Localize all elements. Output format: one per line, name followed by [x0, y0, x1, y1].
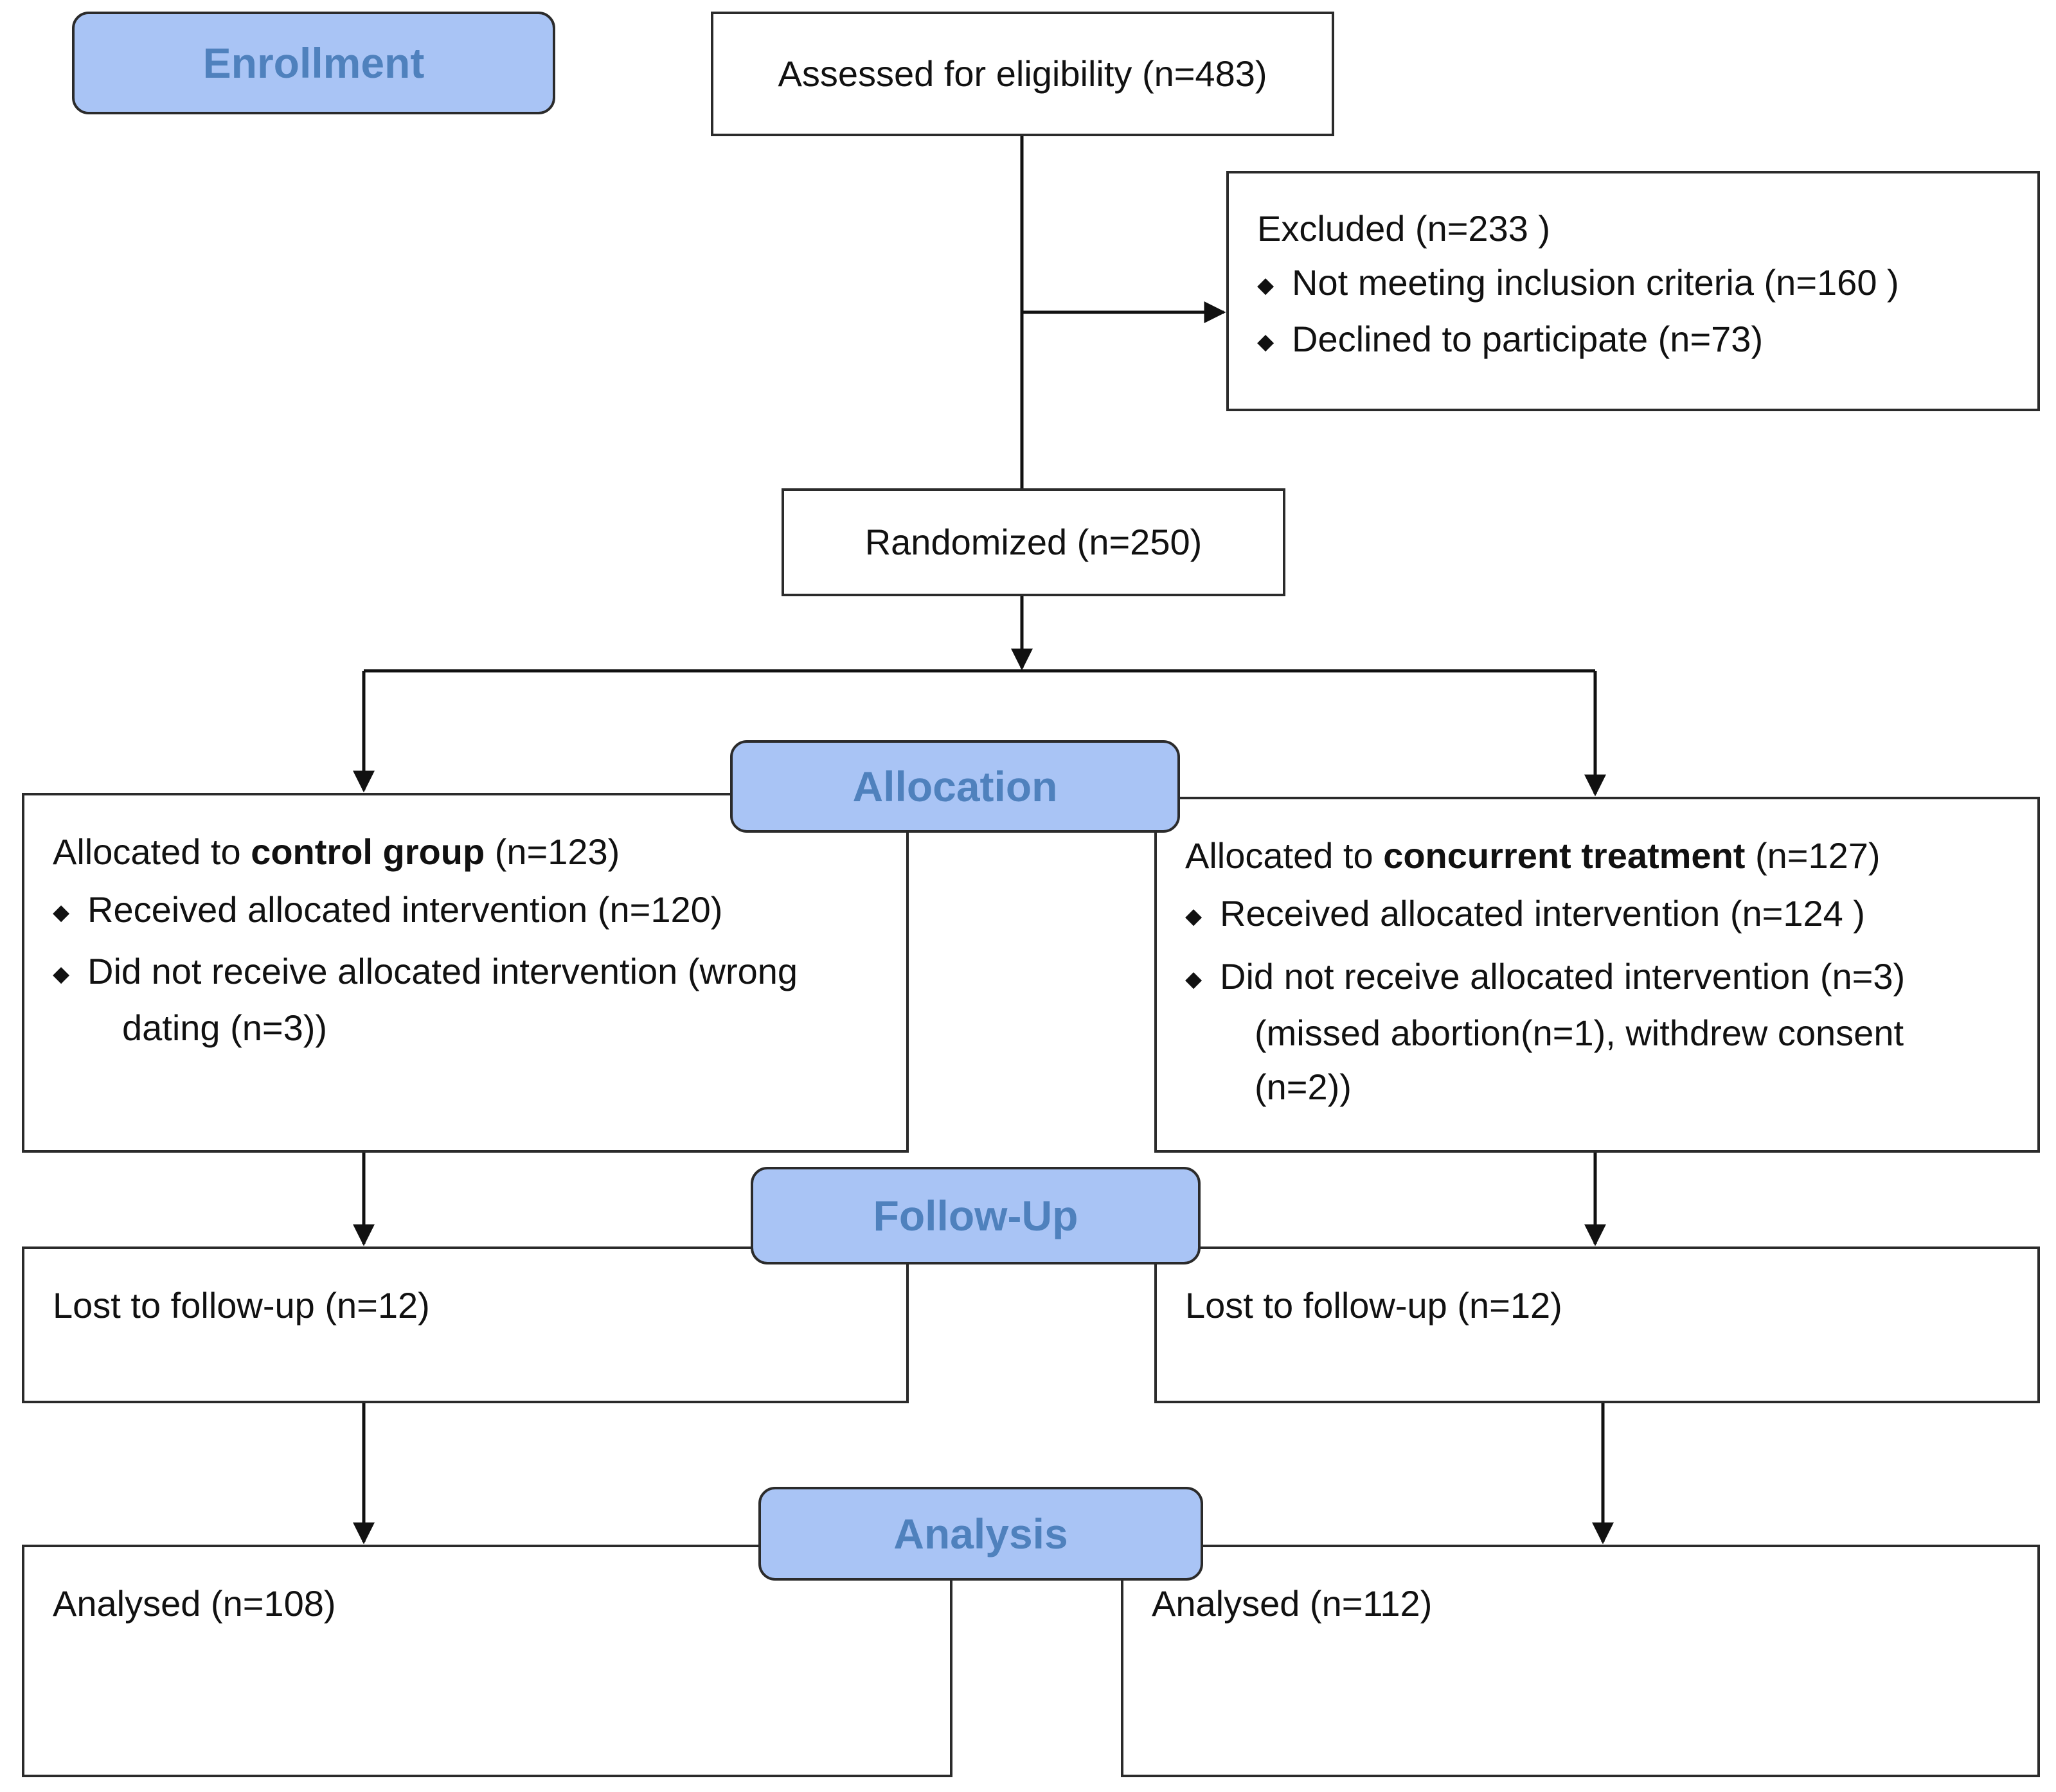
bullet-diamond-icon: ◆ — [1257, 273, 1274, 297]
control-not-received-text: Did not receive allocated intervention (… — [87, 951, 798, 991]
treatment-count: (n=127) — [1745, 835, 1881, 876]
treatment-allocation-title: Allocated to concurrent treatment (n=127… — [1185, 829, 2037, 883]
treatment-not-received-cont: (n=2)) — [1255, 1067, 1352, 1107]
phase-follow-up: Follow-Up — [751, 1167, 1201, 1264]
control-count: (n=123) — [485, 831, 620, 872]
control-allocation-title: Allocated to control group (n=123) — [53, 825, 906, 879]
phase-allocation-label: Allocation — [852, 763, 1058, 810]
treatment-received-text: Received allocated intervention (n=124 ) — [1220, 893, 1865, 934]
treatment-received-item: ◆ Received allocated intervention (n=124… — [1185, 887, 2037, 943]
treatment-analysed-text: Analysed (n=112) — [1152, 1583, 1433, 1624]
control-allocation-box: Allocated to control group (n=123) ◆ Rec… — [22, 793, 909, 1153]
assessed-box: Assessed for eligibility (n=483) — [711, 12, 1334, 136]
control-analysis-box: Analysed (n=108) — [22, 1545, 952, 1777]
control-analysed-text: Analysed (n=108) — [53, 1583, 336, 1624]
treatment-not-received-text: Did not receive allocated intervention (… — [1220, 956, 1906, 997]
phase-follow-up-label: Follow-Up — [873, 1192, 1078, 1239]
phase-enrollment-label: Enrollment — [202, 39, 425, 87]
randomized-box: Randomized (n=250) — [782, 488, 1285, 596]
excluded-item: ◆ Not meeting inclusion criteria (n=160 … — [1257, 256, 2037, 312]
bullet-diamond-icon: ◆ — [1257, 330, 1274, 354]
treatment-not-received-cont: (missed abortion(n=1), withdrew consent — [1255, 1013, 1904, 1053]
assessed-text: Assessed for eligibility (n=483) — [778, 53, 1267, 94]
treatment-prefix: Allocated to — [1185, 835, 1384, 876]
treatment-allocation-box: Allocated to concurrent treatment (n=127… — [1154, 797, 2040, 1153]
control-prefix: Allocated to — [53, 831, 251, 872]
phase-analysis: Analysis — [758, 1487, 1203, 1581]
control-received-item: ◆ Received allocated intervention (n=120… — [53, 883, 906, 939]
control-not-received-cont: dating (n=3)) — [122, 1007, 328, 1048]
treatment-analysis-box: Analysed (n=112) — [1121, 1545, 2040, 1777]
control-not-received-item: ◆ Did not receive allocated intervention… — [53, 945, 906, 1001]
bullet-diamond-icon: ◆ — [53, 962, 70, 986]
control-group-name: control group — [251, 831, 485, 872]
bullet-diamond-icon: ◆ — [1185, 904, 1202, 928]
control-lost-text: Lost to follow-up (n=12) — [53, 1285, 430, 1326]
bullet-diamond-icon: ◆ — [53, 900, 70, 925]
treatment-follow-up-box: Lost to follow-up (n=12) — [1154, 1246, 2040, 1403]
treatment-group-name: concurrent treatment — [1383, 835, 1746, 876]
control-received-text: Received allocated intervention (n=120) — [87, 889, 723, 930]
control-follow-up-box: Lost to follow-up (n=12) — [22, 1246, 909, 1403]
excluded-item-text: Declined to participate (n=73) — [1292, 319, 1764, 359]
randomized-text: Randomized (n=250) — [864, 522, 1202, 562]
excluded-item: ◆ Declined to participate (n=73) — [1257, 312, 2037, 369]
treatment-not-received-item: ◆ Did not receive allocated intervention… — [1185, 950, 2037, 1006]
bullet-diamond-icon: ◆ — [1185, 967, 1202, 991]
phase-analysis-label: Analysis — [893, 1510, 1068, 1557]
phase-allocation: Allocation — [730, 740, 1180, 833]
excluded-title: Excluded (n=233 ) — [1257, 208, 1551, 249]
excluded-box: Excluded (n=233 ) ◆ Not meeting inclusio… — [1226, 171, 2040, 411]
excluded-item-text: Not meeting inclusion criteria (n=160 ) — [1292, 262, 1899, 303]
phase-enrollment: Enrollment — [72, 12, 555, 114]
treatment-lost-text: Lost to follow-up (n=12) — [1185, 1285, 1562, 1326]
